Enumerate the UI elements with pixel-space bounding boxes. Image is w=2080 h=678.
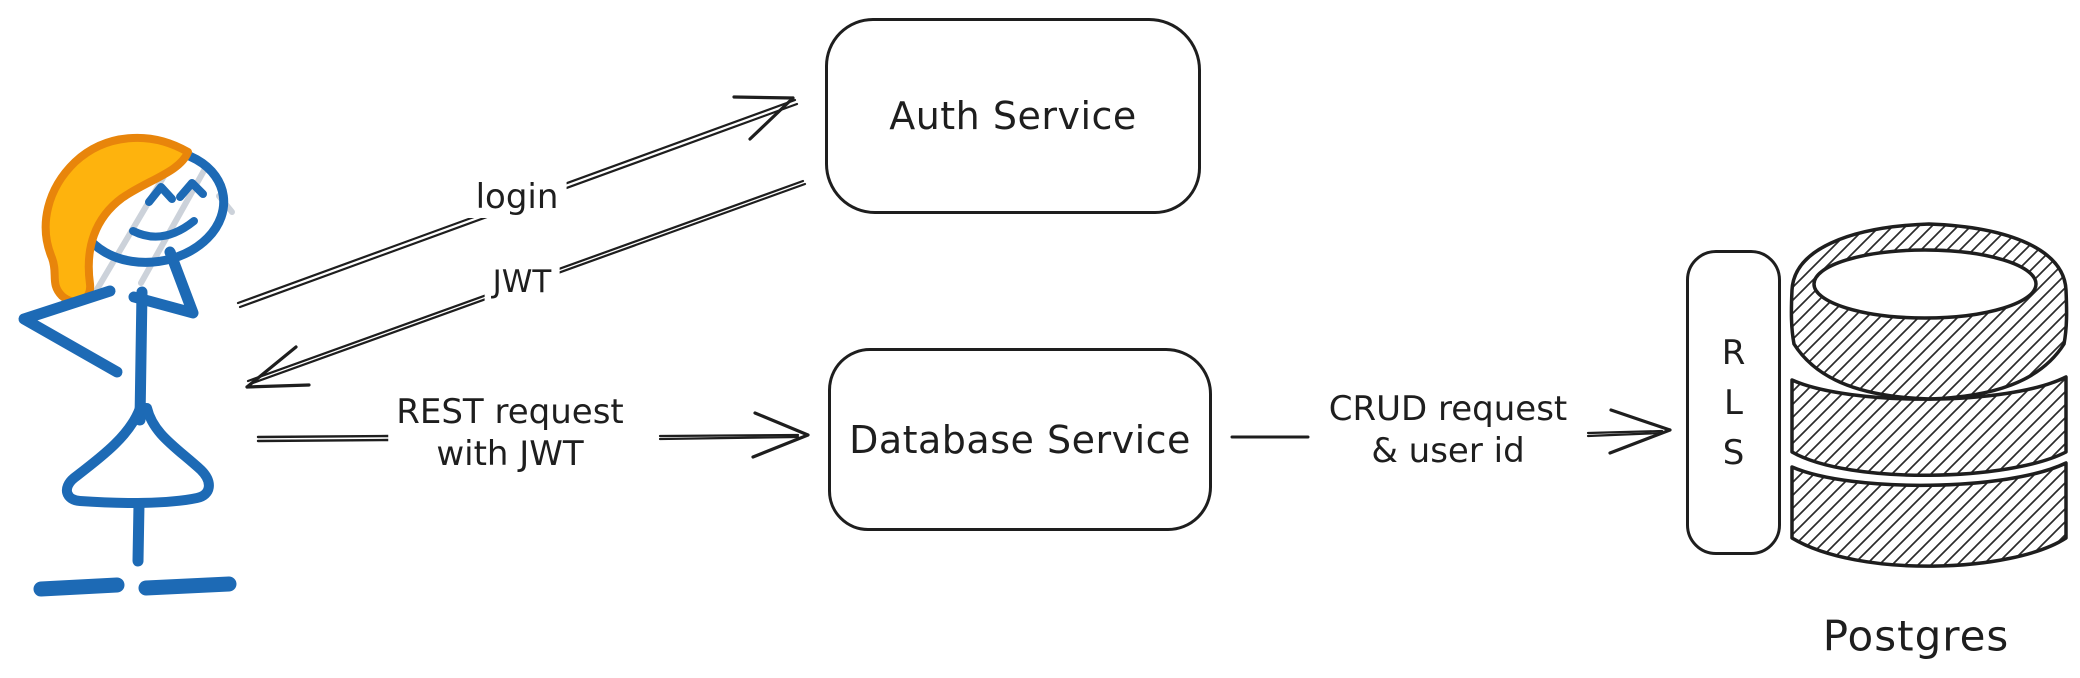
arrowhead [751,411,810,459]
rls-letter: R [1721,332,1746,373]
db-cylinder-bottom [1790,461,2068,568]
user-eye [176,179,207,201]
rls-node: R L S [1686,250,1781,555]
rest-arrow [256,411,810,459]
user-hair [41,133,192,306]
user-dress [61,403,214,508]
rest-request-line2: with JWT [436,434,584,474]
login-edge-label: login [467,176,567,218]
database-service-node: Database Service [828,348,1212,531]
rls-letter: L [1724,382,1743,423]
user-arm-akimbo [18,285,123,378]
rls-letter: S [1722,432,1745,473]
database-service-label: Database Service [849,417,1191,462]
user-body [134,286,148,426]
user-smile [129,217,198,241]
arrowhead [1608,408,1672,455]
crud-request-line1: CRUD request [1328,389,1568,429]
sketch-line [93,158,176,294]
arrowhead [245,345,311,389]
crud-arrow [1230,408,1672,455]
crud-request-line2: & user id [1371,431,1525,471]
auth-service-label: Auth Service [889,94,1137,138]
user-foot [33,577,125,597]
arrowhead [732,95,795,141]
postgres-database-icon [1789,222,2069,568]
db-cylinder-middle [1790,375,2068,477]
user-foot [138,576,237,596]
user-figure-icon [18,133,237,597]
db-cylinder-opening [1812,248,2038,320]
rest-request-edge-label: REST request with JWT [388,391,632,475]
rest-request-line1: REST request [396,392,624,432]
postgres-label: Postgres [1822,611,2010,661]
crud-request-edge-label: CRUD request & user id [1320,388,1576,472]
user-leg [132,498,145,567]
auth-service-node: Auth Service [825,18,1201,214]
user-eye [145,183,176,206]
jwt-edge-label: JWT [484,261,560,303]
user-arm-thinking [128,246,199,319]
